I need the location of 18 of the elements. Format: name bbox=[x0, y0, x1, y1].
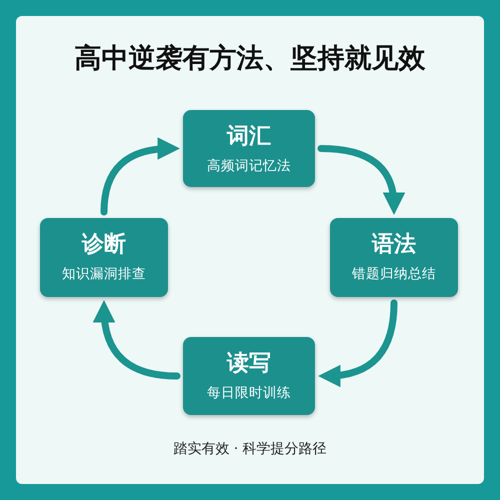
step-description: 高频词记忆法 bbox=[207, 157, 291, 176]
process-box bbox=[183, 337, 315, 415]
curved-arrow bbox=[100, 138, 180, 216]
curved-arrow bbox=[318, 145, 404, 215]
step-heading: 诊断 bbox=[82, 231, 126, 259]
title: 高中逆袭有方法、坚持就见效 bbox=[74, 43, 426, 74]
process-box bbox=[183, 110, 315, 187]
step-description: 错题归纳总结 bbox=[352, 265, 436, 284]
step-heading: 读写 bbox=[227, 350, 271, 378]
step-heading: 词汇 bbox=[227, 123, 271, 151]
step-heading: 语法 bbox=[372, 231, 416, 259]
process-box bbox=[330, 218, 458, 297]
curved-arrow bbox=[318, 300, 398, 387]
step-description: 知识漏洞排查 bbox=[62, 265, 146, 284]
process-box bbox=[40, 218, 168, 297]
caption: 踏实有效 · 科学提分路径 bbox=[173, 441, 327, 457]
curved-arrow bbox=[93, 300, 180, 380]
step-description: 每日限时训练 bbox=[207, 384, 291, 403]
